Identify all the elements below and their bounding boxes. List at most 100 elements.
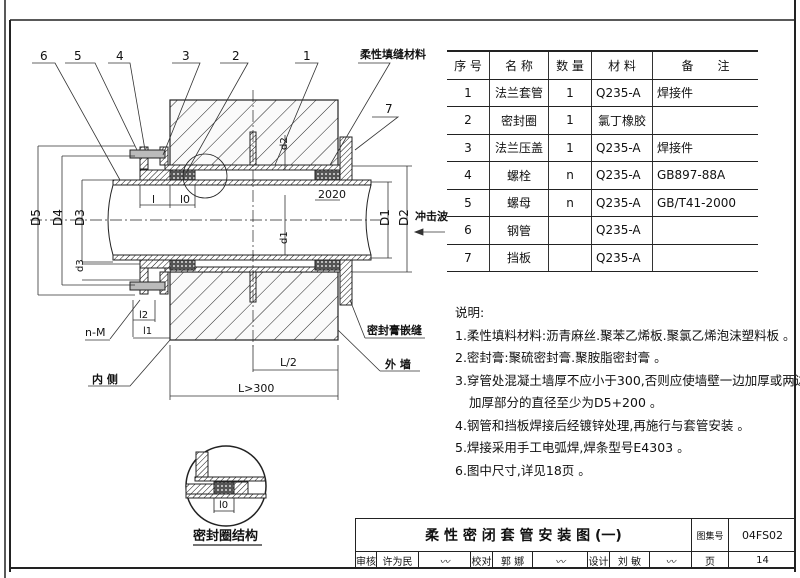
note-item: 1.柔性填料材料:沥青麻丝.聚苯乙烯板.聚氯乙烯泡沫塑料板 。 (455, 327, 796, 343)
cell (548, 216, 592, 245)
dim-d1: d1 (279, 231, 290, 244)
col-header: 序 号 (447, 50, 490, 80)
cell: Q235-A (591, 244, 653, 272)
cell: 法兰套管 (489, 79, 549, 107)
leader-3: 3 (182, 49, 190, 63)
dim-d3: d3 (75, 259, 86, 272)
col-header: 数 量 (548, 50, 592, 80)
cell: 2 (447, 106, 490, 135)
page-label: 页 (691, 552, 728, 568)
note-item: 4.钢管和挡板焊接后经镀锌处理,再施行与套管安装 。 (455, 417, 750, 433)
table-header-row: 序 号 名 称 数 量 材 料 备 注 (447, 50, 758, 80)
col-header: 备 注 (652, 50, 758, 80)
flexible-filler-label: 柔性填缝材料 (359, 47, 426, 61)
dim-l: l (152, 193, 155, 206)
cell: 焊接件 (652, 79, 758, 107)
cell: 1 (548, 134, 592, 162)
cell: 法兰压盖 (489, 134, 549, 162)
cell: Q235-A (591, 161, 653, 190)
notes-title: 说明: (455, 305, 485, 320)
leader-7: 7 (385, 102, 393, 116)
cell (652, 244, 758, 272)
note-item: 2.密封膏:聚硫密封膏.聚胺脂密封膏 。 (455, 350, 667, 365)
reviewer-signature: 〰 (418, 552, 470, 568)
leader-1: 1 (303, 49, 311, 63)
cell: 3 (447, 134, 490, 162)
dim-l0: l0 (180, 193, 190, 206)
title-block: 柔 性 密 闭 套 管 安 装 图 (一) 图集号 04FS02 审核 许为民 … (355, 518, 796, 569)
cell: 7 (447, 244, 490, 272)
designer-name: 刘 敏 (609, 552, 649, 568)
bolt-icon (129, 149, 166, 159)
cell: Q235-A (591, 189, 653, 217)
leader-lines (32, 62, 425, 387)
dim-D1: D1 (378, 209, 392, 226)
notes: 说明: 1.柔性填料材料:沥青麻丝.聚苯乙烯板.聚氯乙烯泡沫塑料板 。 2.密封… (455, 302, 800, 482)
cell: 1 (548, 106, 592, 135)
col-header: 名 称 (489, 50, 549, 80)
drawing-title: 柔 性 密 闭 套 管 安 装 图 (一) (425, 528, 622, 544)
cell: 4 (447, 161, 490, 190)
leader-4: 4 (116, 49, 124, 63)
cell (548, 244, 592, 272)
check-label: 校对 (470, 552, 492, 568)
detail-l0: l0 (219, 500, 228, 511)
bolt-icon (129, 281, 166, 291)
leader-2: 2 (232, 49, 240, 63)
cell: 5 (447, 189, 490, 217)
shock-wave-label: 冲击波 (415, 209, 449, 223)
cell: 6 (447, 216, 490, 245)
dim-d2: d2 (279, 137, 290, 150)
cell: Q235-A (591, 134, 653, 162)
dim-D2: D2 (397, 209, 411, 226)
cell: 1 (447, 79, 490, 107)
dim-D4: D4 (51, 209, 65, 226)
outer-wall-label: 外 墙 (384, 357, 411, 371)
leader-5: 5 (74, 49, 82, 63)
checker-signature: 〰 (532, 552, 587, 568)
cell: 密封圈 (489, 106, 549, 135)
detail-title: 密封圈结构 (192, 528, 258, 544)
cell: 螺栓 (489, 161, 549, 190)
checker-name: 郭 娜 (492, 552, 532, 568)
cell: 螺母 (489, 189, 549, 217)
cell: Q235-A (591, 79, 653, 107)
cell: n (548, 161, 592, 190)
sealant-joint-label: 密封膏嵌缝 (367, 323, 422, 337)
dim-half-L: L/2 (280, 356, 297, 369)
reviewer-name: 许为民 (376, 552, 418, 568)
atlas-number: 04FS02 (728, 519, 796, 551)
cell: Q235-A (591, 216, 653, 245)
note-item: 5.焊接采用手工电弧焊,焊条型号E4303 。 (455, 440, 690, 455)
cell: 挡板 (489, 244, 549, 272)
note-item: 加厚部分的直径至少为D5+200 。 (469, 395, 663, 410)
cell: 钢管 (489, 216, 549, 245)
note-item: 3.穿管处混凝土墙厚不应小于300,否则应使墙壁一边加厚或两边加厚 (455, 372, 800, 388)
col-header: 材 料 (591, 50, 653, 80)
dim-l2: l2 (139, 310, 148, 321)
atlas-label: 图集号 (691, 519, 728, 551)
dimension-lines (37, 135, 445, 400)
cell (652, 216, 758, 245)
cell: GB/T41-2000 (652, 189, 758, 217)
flange-gland (129, 146, 171, 295)
dim-L: L>300 (238, 382, 274, 395)
cell: 焊接件 (652, 134, 758, 162)
review-label: 审核 (356, 556, 376, 568)
dim-D3: D3 (73, 209, 87, 226)
dim-gap: 2020 (318, 188, 346, 201)
cell: n (548, 189, 592, 217)
seal-ring-detail: l0 密封圈结构 (182, 153, 267, 546)
baffle-plate (339, 136, 353, 306)
page-number: 14 (728, 552, 796, 568)
design-label: 设计 (587, 552, 609, 568)
designer-signature: 〰 (649, 552, 691, 568)
note-item: 6.图中尺寸,详见18页 。 (455, 462, 591, 478)
